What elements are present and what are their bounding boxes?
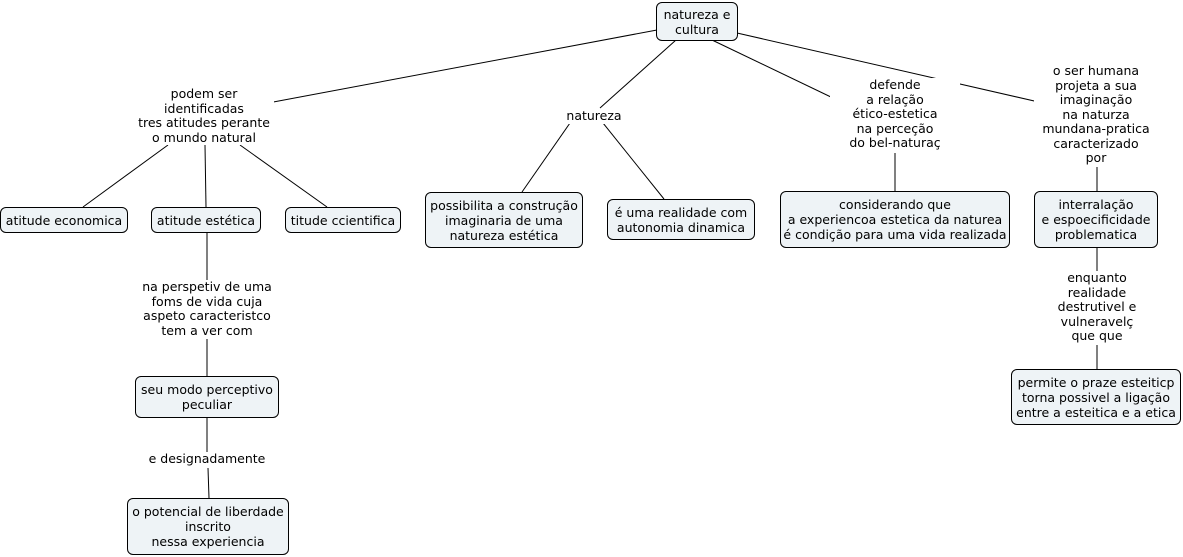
link-natureza-construcao: [521, 122, 571, 193]
concept-atitude-economica[interactable]: atitude economica: [0, 207, 128, 233]
link-natureza-realidade: [602, 122, 665, 200]
concept-permite-prazer[interactable]: permite o praze esteiticp torna possivel…: [1011, 369, 1181, 425]
link-label-enquanto: enquanto realidade destrutivel e vulnera…: [1047, 270, 1147, 344]
link-podem-estetica: [204, 144, 207, 208]
link-label-natureza: natureza: [556, 108, 632, 124]
concept-atitude-estetica[interactable]: atitude estética: [151, 207, 261, 233]
link-root-podem: [267, 29, 658, 104]
link-designadamente-liberdade: [207, 467, 210, 499]
concept-considerando-que[interactable]: considerando que a experiencoa estetica …: [780, 191, 1010, 248]
concept-realidade-autonomia[interactable]: é uma realidade com autonomia dinamica: [607, 199, 755, 240]
concept-construcao-imaginaria[interactable]: possibilita a construção imaginaria de u…: [425, 192, 583, 248]
concept-potencial-liberdade[interactable]: o potencial de liberdade inscrito nessa …: [127, 498, 289, 555]
concept-modo-perceptivo[interactable]: seu modo perceptivo peculiar: [135, 376, 279, 418]
link-root-humana: [736, 32, 1044, 104]
link-label-ser-humana: o ser humana projeta a sua imaginação na…: [1034, 63, 1158, 166]
link-label-designadamente: e designadamente: [140, 451, 274, 467]
concept-atitude-cientifica[interactable]: titude ccientifica: [285, 207, 401, 233]
concept-interralacao[interactable]: interralação e espoecificidade problemat…: [1034, 191, 1158, 248]
link-label-podem-ser: podem ser identificadas tres atitudes pe…: [134, 86, 274, 145]
link-label-defende: defende a relação ético-estetica na perc…: [830, 77, 960, 151]
link-podem-economica: [82, 144, 169, 208]
link-podem-cientifica: [239, 144, 328, 208]
concept-natureza-e-cultura[interactable]: natureza e cultura: [656, 2, 738, 41]
link-root-natureza: [599, 39, 677, 109]
link-label-perspetiv: na perspetiv de uma foms de vida cuja as…: [134, 279, 280, 338]
